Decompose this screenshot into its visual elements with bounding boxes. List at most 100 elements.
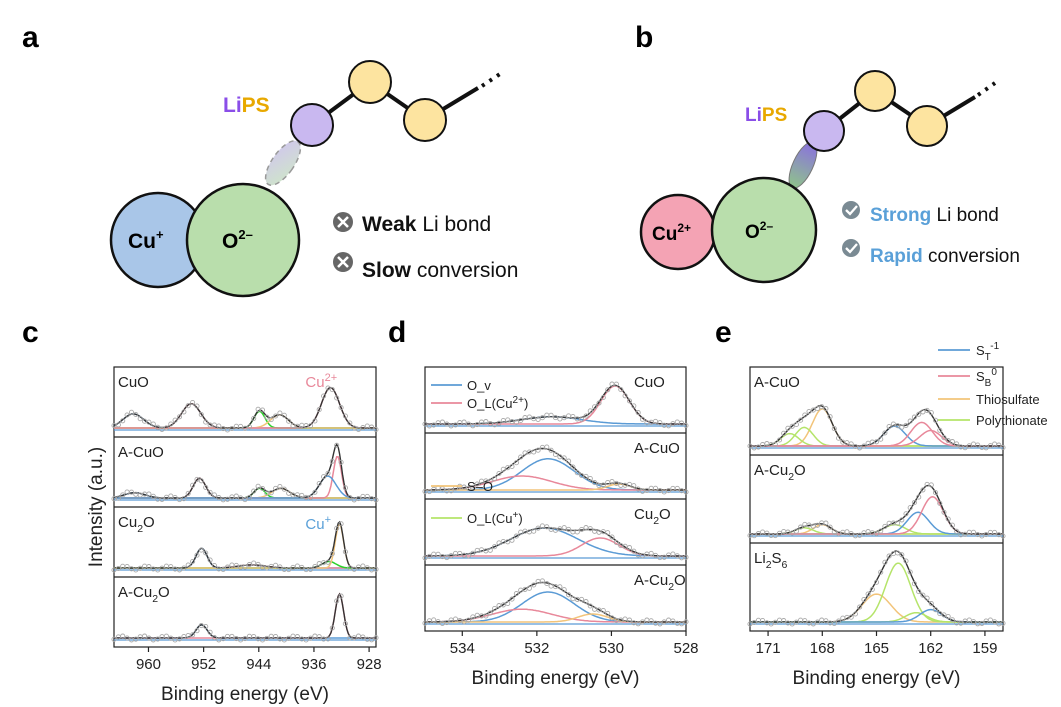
data-point [185, 403, 191, 409]
data-point [535, 525, 541, 531]
data-point [150, 421, 156, 427]
fit-component [750, 562, 1003, 623]
data-point [544, 524, 550, 530]
data-point [229, 425, 235, 432]
data-point [513, 460, 519, 466]
data-point [124, 412, 130, 418]
data-point [848, 531, 854, 537]
data-point [312, 563, 318, 570]
data-point [592, 480, 598, 486]
data-point [823, 520, 829, 526]
data-point [587, 475, 593, 482]
sulfur-atom [403, 98, 447, 142]
data-point [115, 495, 121, 501]
data-point [548, 412, 554, 418]
data-point [844, 529, 850, 535]
data-point [198, 478, 204, 484]
data-point [886, 423, 892, 430]
data-point [579, 596, 585, 602]
data-point [203, 623, 209, 630]
sample-label: Cu2O [118, 514, 155, 535]
data-point [255, 483, 261, 489]
data-point [596, 400, 602, 406]
data-point [531, 449, 537, 455]
data-point [949, 617, 955, 623]
data-point [115, 422, 121, 428]
data-point [347, 494, 353, 501]
data-point [452, 616, 459, 622]
data-point [220, 566, 226, 573]
data-point [190, 482, 196, 488]
anion-label: O2– [745, 219, 773, 243]
fit-envelope [113, 386, 376, 429]
data-point [190, 558, 196, 565]
data-point [831, 620, 837, 627]
x-tick-label: 165 [864, 640, 889, 657]
fit-component [114, 477, 376, 499]
data-point [286, 490, 292, 496]
data-point [470, 423, 476, 429]
data-point [342, 485, 348, 491]
rapid-conversion-text: Rapid conversion [870, 246, 1020, 267]
data-point [928, 482, 934, 488]
data-point [111, 567, 117, 573]
data-point [172, 417, 178, 423]
x-tick-label: 944 [246, 656, 271, 673]
data-point [535, 447, 541, 453]
cation-label: Cu+ [128, 227, 164, 253]
data-point [652, 485, 659, 491]
data-point [111, 636, 117, 642]
data-point [618, 386, 624, 393]
data-point [342, 413, 348, 419]
data-point [334, 598, 340, 604]
data-point [431, 486, 437, 492]
data-point [207, 557, 213, 563]
data-point [470, 550, 476, 556]
data-point [128, 489, 135, 495]
data-point [264, 414, 270, 420]
data-point [852, 611, 858, 617]
data-point [626, 545, 633, 551]
data-point [798, 417, 804, 423]
data-point [823, 406, 829, 412]
legend-label: SB0 [976, 367, 997, 389]
data-point [124, 563, 130, 570]
x-tick-label: 928 [357, 656, 382, 673]
data-point [764, 530, 770, 536]
data-point [364, 493, 370, 499]
fit-component [750, 608, 1003, 623]
data-point [674, 553, 680, 559]
data-point [857, 532, 863, 538]
data-point [216, 637, 222, 643]
data-point [325, 385, 331, 391]
slow-conversion-text: Slow conversion [362, 259, 518, 282]
data-point [509, 463, 515, 470]
data-point [351, 635, 357, 641]
sample-label: A-Cu2O [634, 572, 686, 593]
fit-envelope [425, 581, 686, 623]
data-point [207, 489, 213, 495]
data-point [146, 419, 152, 425]
data-point [325, 636, 331, 642]
data-point [369, 637, 375, 643]
sulfur-atom [854, 70, 896, 112]
data-point [958, 620, 964, 626]
data-point [500, 602, 506, 608]
data-point [895, 423, 901, 429]
data-point [364, 565, 370, 571]
data-point [338, 521, 344, 527]
weak-bond-text: Weak Li bond [362, 213, 491, 236]
x-tick-label: 528 [673, 640, 698, 657]
data-point [483, 613, 489, 619]
data-point [657, 621, 663, 627]
data-point [203, 550, 209, 556]
data-point [666, 423, 672, 429]
data-point [220, 426, 226, 432]
x-tick-label: 162 [918, 640, 943, 657]
data-point [802, 412, 808, 418]
data-point [793, 421, 799, 428]
x-tick-label: 530 [599, 640, 624, 657]
data-point [670, 551, 676, 557]
data-point [307, 423, 314, 429]
data-point [470, 484, 476, 491]
